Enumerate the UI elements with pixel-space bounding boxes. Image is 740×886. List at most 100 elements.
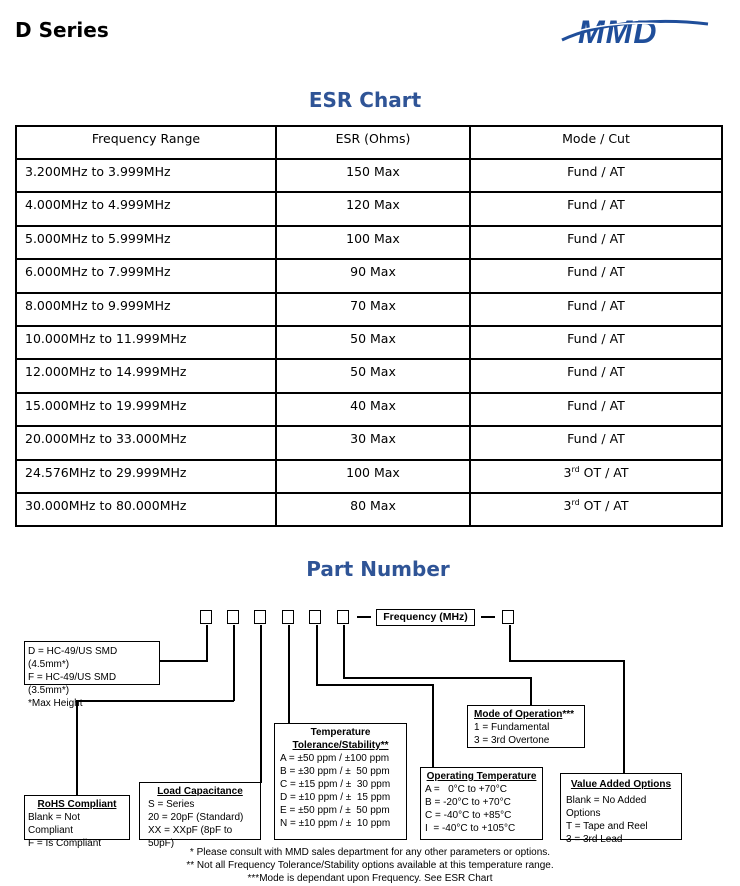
load-line: XX = XXpF (8pF to 50pF)	[148, 825, 233, 849]
esr-cell: 50 Max	[275, 358, 471, 394]
load-capacitance-box: Load Capacitance S = Series 20 = 20pF (S…	[139, 782, 261, 849]
mode-cut-cell: Fund / AT	[469, 191, 723, 227]
operating-line: C = -40°C to +85°C	[425, 810, 512, 821]
esr-cell: 30 Max	[275, 425, 471, 461]
column-header-esr: ESR (Ohms)	[275, 125, 471, 160]
mode-of-operation-box: Mode of Operation*** 1 = Fundamental 3 =…	[467, 705, 585, 748]
value-added-line: 3 = 3rd Lead	[566, 834, 623, 845]
esr-cell: 50 Max	[275, 324, 471, 361]
esr-cell: 120 Max	[275, 191, 471, 227]
footnotes: * Please consult with MMD sales departme…	[0, 846, 740, 885]
frequency-range-cell: 15.000MHz to 19.999MHz	[15, 391, 277, 428]
esr-cell: 70 Max	[275, 291, 471, 327]
package-option-box: D = HC-49/US SMD (4.5mm*) F = HC-49/US S…	[24, 641, 160, 709]
connector-line	[509, 660, 624, 662]
connector-line	[343, 677, 531, 679]
connector-line	[76, 700, 234, 702]
mode-cut-cell: 3rd OT / AT	[469, 458, 723, 494]
dash	[357, 616, 371, 618]
mode-cut-cell: 3rd OT / AT	[469, 491, 723, 528]
connector-line	[316, 684, 433, 686]
operating-line: I = -40°C to +105°C	[425, 823, 516, 834]
tolerance-option-box: Temperature Tolerance/Stability** A = ±5…	[274, 723, 407, 840]
frequency-range-cell: 5.000MHz to 5.999MHz	[15, 224, 277, 261]
table-header-row: Frequency Range ESR (Ohms) Mode / Cut	[15, 125, 723, 160]
mode-cut-cell: Fund / AT	[469, 324, 723, 361]
code-box-tolerance	[282, 610, 294, 624]
column-header-frequency: Frequency Range	[15, 125, 277, 160]
rohs-line: F = Is Compliant	[28, 838, 102, 849]
mode-cut-cell: Fund / AT	[469, 291, 723, 327]
tolerance-line: N = ±10 ppm / ± 10 ppm	[280, 818, 391, 829]
connector-line	[160, 660, 207, 662]
load-line: S = Series	[148, 799, 195, 810]
mode-cut-cell: Fund / AT	[469, 224, 723, 261]
code-box-operating	[309, 610, 321, 624]
load-heading: Load Capacitance	[157, 786, 243, 797]
tolerance-line: B = ±30 ppm / ± 50 ppm	[280, 766, 390, 777]
frequency-range-cell: 3.200MHz to 3.999MHz	[15, 157, 277, 194]
mode-cut-cell: Fund / AT	[469, 391, 723, 428]
connector-line	[233, 625, 235, 701]
connector-line	[432, 684, 434, 768]
load-line: 20 = 20pF (Standard)	[148, 812, 244, 823]
code-box-load	[254, 610, 266, 624]
mode-heading: Mode of Operation	[474, 709, 563, 720]
rohs-line: Blank = Not Compliant	[28, 812, 80, 836]
mode-cut-cell: Fund / AT	[469, 425, 723, 461]
frequency-range-cell: 6.000MHz to 7.999MHz	[15, 258, 277, 294]
mode-line: 1 = Fundamental	[474, 722, 550, 733]
logo-text: MMD	[578, 14, 657, 50]
frequency-box: Frequency (MHz)	[376, 609, 475, 626]
frequency-range-cell: 20.000MHz to 33.000MHz	[15, 425, 277, 461]
connector-line	[623, 660, 625, 774]
rohs-heading: RoHS Compliant	[37, 799, 117, 810]
esr-chart-title: ESR Chart	[308, 88, 422, 112]
connector-line	[316, 625, 318, 685]
mode-text: OT / AT	[579, 464, 629, 480]
mmd-logo: MMD	[561, 14, 709, 50]
mode-number: 3	[563, 498, 572, 514]
footnote: * Please consult with MMD sales departme…	[189, 847, 551, 858]
mode-cut-cell: Fund / AT	[469, 258, 723, 294]
connector-line	[288, 625, 290, 724]
value-added-heading: Value Added Options	[570, 779, 672, 790]
tolerance-line: D = ±10 ppm / ± 15 ppm	[280, 792, 391, 803]
mode-text: OT / AT	[579, 498, 629, 514]
frequency-range-cell: 4.000MHz to 4.999MHz	[15, 191, 277, 227]
column-header-mode: Mode / Cut	[469, 125, 723, 160]
mode-cut-cell: Fund / AT	[469, 157, 723, 194]
code-box-mode	[337, 610, 349, 624]
value-added-line: T = Tape and Reel	[566, 821, 648, 832]
code-box-rohs	[227, 610, 239, 624]
frequency-range-cell: 8.000MHz to 9.999MHz	[15, 291, 277, 327]
esr-cell: 90 Max	[275, 258, 471, 294]
esr-table: Frequency Range ESR (Ohms) Mode / Cut 3.…	[15, 125, 723, 528]
frequency-range-cell: 12.000MHz to 14.999MHz	[15, 358, 277, 394]
frequency-range-cell: 10.000MHz to 11.999MHz	[15, 324, 277, 361]
tolerance-heading: Temperature	[310, 727, 371, 738]
package-footnote: *Max Height	[28, 698, 83, 709]
footnote: ***Mode is dependant upon Frequency. See…	[247, 873, 493, 884]
frequency-range-cell: 24.576MHz to 29.999MHz	[15, 458, 277, 494]
package-line: D = HC-49/US SMD (4.5mm*)	[28, 646, 118, 670]
footnote: ** Not all Frequency Tolerance/Stability…	[186, 860, 554, 871]
operating-line: A = 0°C to +70°C	[425, 784, 507, 795]
mode-heading-suffix: ***	[562, 709, 575, 720]
mode-cut-cell: Fund / AT	[469, 358, 723, 394]
dash	[481, 616, 495, 618]
frequency-range-cell: 30.000MHz to 80.000MHz	[15, 491, 277, 528]
tolerance-subheading: Tolerance/Stability**	[292, 740, 389, 751]
esr-cell: 100 Max	[275, 224, 471, 261]
